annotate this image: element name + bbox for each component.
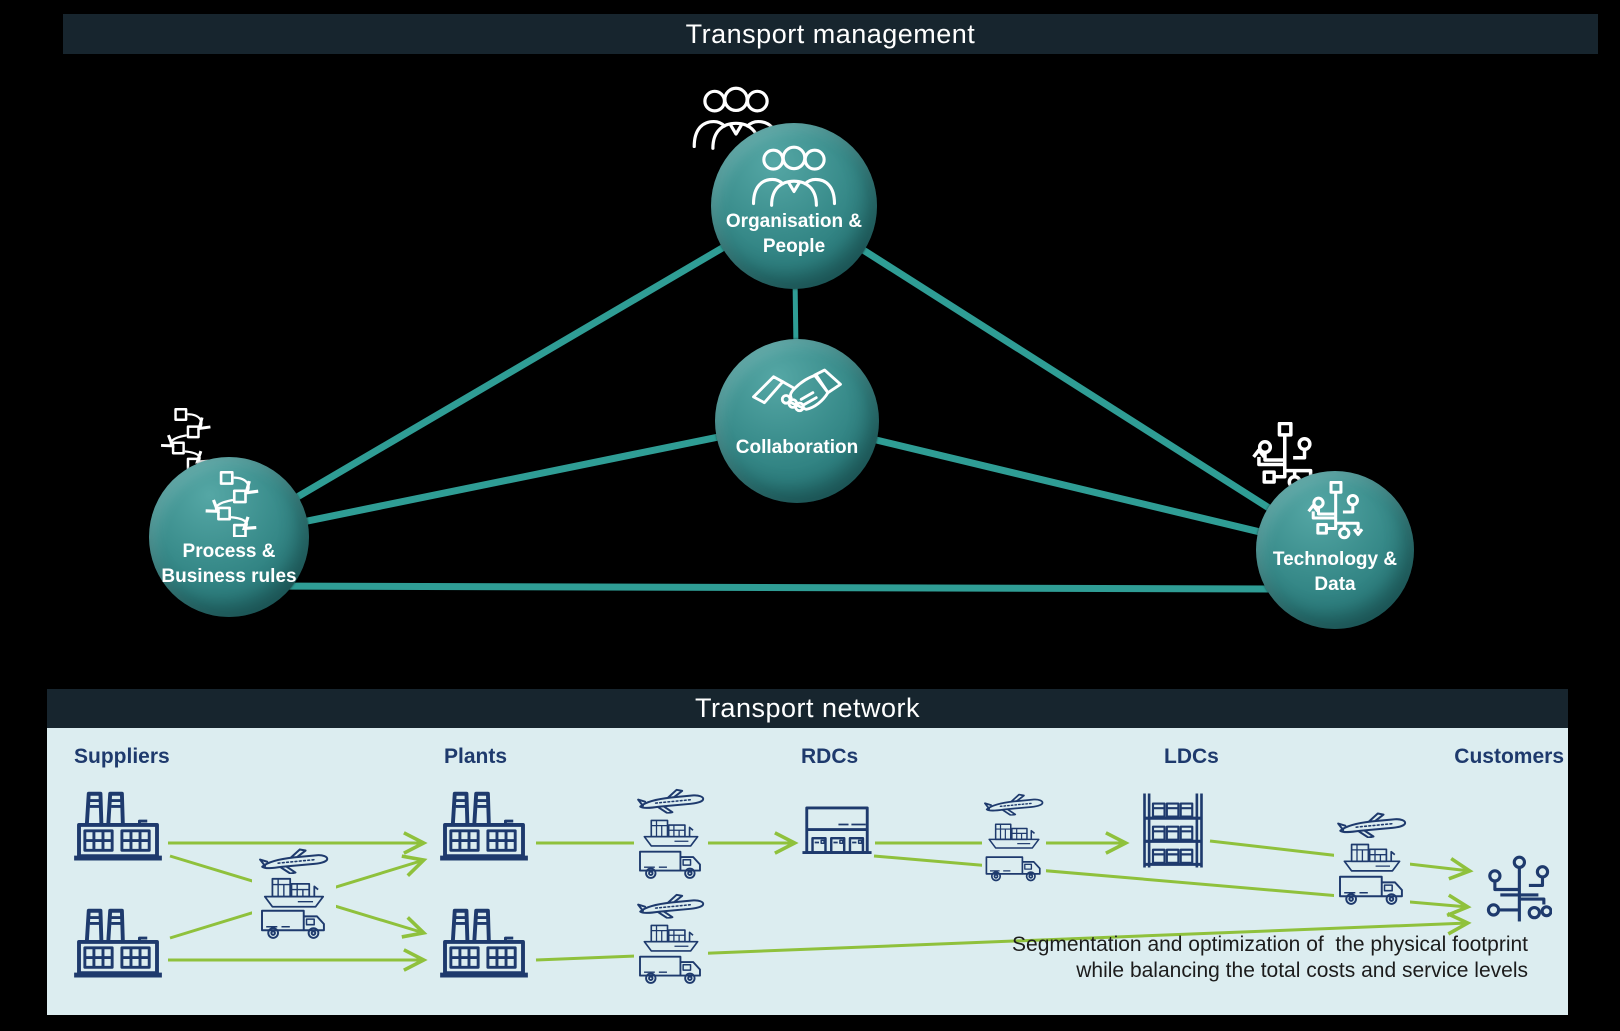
plane-icon	[636, 893, 706, 919]
plane-icon	[636, 788, 706, 814]
transport-cluster-ldc-customers	[1334, 812, 1410, 906]
node-technology-data-label: Technology & Data	[1272, 549, 1398, 595]
node-collaboration-label: Collaboration	[735, 437, 859, 458]
supplier-1	[68, 784, 168, 862]
factory-icon	[68, 784, 168, 862]
factory-icon	[434, 901, 534, 979]
supplier-2	[68, 901, 168, 979]
people-icon	[746, 145, 842, 207]
ship-icon	[262, 875, 326, 908]
plane-icon	[256, 848, 332, 874]
transport-cluster-suppliers-plants	[252, 848, 336, 940]
truck-icon	[637, 954, 705, 985]
truck-icon	[984, 853, 1044, 884]
node-technology-data: Technology & Data	[1256, 471, 1414, 629]
column-header-ldcs: LDCs	[1164, 745, 1219, 768]
ship-icon	[987, 819, 1041, 851]
factory-icon	[434, 784, 534, 862]
plant-1	[434, 784, 534, 862]
truck-icon	[257, 908, 331, 940]
network-caption: Segmentation and optimization of the phy…	[1012, 933, 1528, 982]
truck-icon	[1337, 874, 1407, 906]
ship-icon	[1342, 840, 1402, 873]
storage-rack-icon	[1138, 792, 1208, 869]
rdc-node	[801, 805, 873, 857]
transport-cluster-plant1-rdc	[634, 788, 708, 880]
truck-icon	[637, 849, 705, 880]
handshake-icon	[751, 365, 843, 427]
customer-network-icon	[1484, 843, 1552, 936]
ldc-node	[1138, 792, 1208, 869]
plane-icon	[983, 792, 1045, 817]
column-header-suppliers: Suppliers	[74, 745, 170, 768]
transport-network-title: Transport network	[694, 693, 921, 723]
factory-icon	[68, 901, 168, 979]
column-header-customers: Customers	[1454, 745, 1564, 768]
node-process-business-rules: Process & Business rules	[149, 457, 309, 617]
transport-management-banner: Transport management	[63, 14, 1598, 54]
column-header-rdcs: RDCs	[801, 745, 859, 768]
transport-cluster-plant2	[634, 893, 708, 985]
column-header-plants: Plants	[444, 745, 508, 768]
edge-collaboration-process	[228, 417, 798, 541]
edge-organisation-process	[227, 202, 796, 541]
technology-network-icon	[1297, 481, 1373, 547]
edge-process-technology	[241, 582, 1289, 593]
ship-icon	[642, 921, 700, 953]
transport-cluster-rdc-ldc	[982, 792, 1046, 884]
process-flow-icon	[193, 471, 265, 537]
transport-management-title: Transport management	[685, 18, 976, 49]
node-organisation-people: Organisation & People	[711, 123, 877, 289]
customers-node	[1484, 843, 1552, 936]
ship-icon	[642, 816, 700, 848]
plane-icon	[1336, 812, 1408, 838]
transport-network-banner: Transport network	[47, 689, 1568, 728]
node-organisation-people-label: Organisation & People	[725, 211, 863, 257]
warehouse-icon	[801, 805, 873, 857]
plant-2	[434, 901, 534, 979]
node-process-business-rules-label: Process & Business rules	[161, 541, 297, 587]
node-collaboration: Collaboration	[715, 339, 879, 503]
